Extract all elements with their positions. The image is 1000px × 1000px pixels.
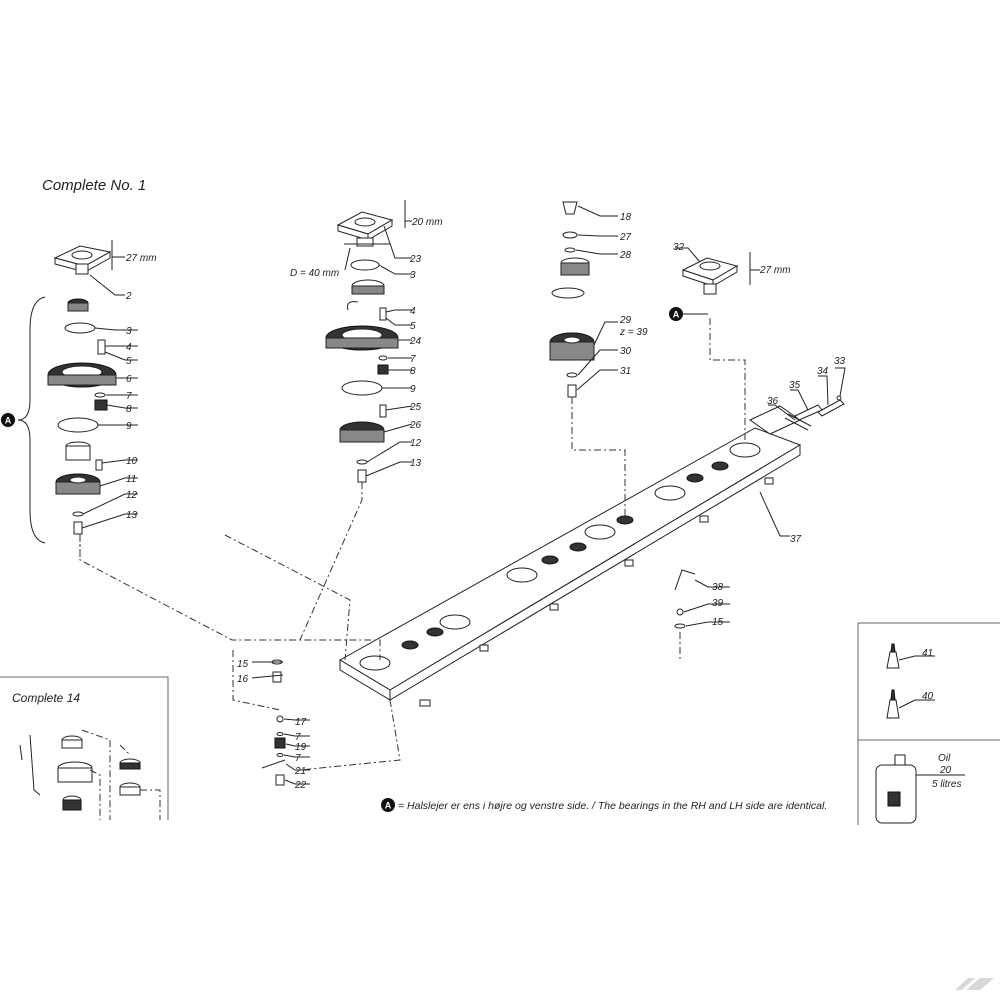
label-k40: 40 bbox=[922, 691, 934, 702]
grease-tube-41-icon bbox=[886, 643, 900, 669]
label-oil-vol: 5 litres bbox=[932, 779, 961, 790]
label-r32: 32 bbox=[673, 242, 685, 253]
label-9: 9 bbox=[126, 421, 132, 432]
label-2: 2 bbox=[125, 291, 132, 302]
label-oil-num: 20 bbox=[939, 765, 952, 776]
lower-parts-15-22: 15 16 17 7 19 7 21 22 bbox=[237, 659, 310, 791]
dim-center-20mm: 20 mm bbox=[411, 217, 443, 228]
label-c4: 4 bbox=[410, 306, 416, 317]
label-r15: 15 bbox=[712, 617, 724, 628]
label-b17: 17 bbox=[295, 717, 307, 728]
label-c3: 3 bbox=[410, 270, 416, 281]
svg-text:A: A bbox=[5, 416, 12, 426]
label-oil-word: Oil bbox=[938, 753, 951, 764]
dim-left-27mm: 27 mm bbox=[125, 253, 157, 264]
bearings-note: A = Halslejer er ens i højre og venstre … bbox=[381, 798, 827, 812]
complete-14-panel: Complete 14 bbox=[0, 676, 169, 820]
gearbox-beam: 37 bbox=[339, 405, 802, 707]
label-c9: 9 bbox=[410, 384, 416, 395]
label-r29-z: z = 39 bbox=[619, 327, 648, 338]
label-6: 6 bbox=[126, 374, 132, 385]
label-10: 10 bbox=[126, 456, 138, 467]
right-gear-assembly: 18 27 28 29 z = 39 30 31 bbox=[549, 201, 648, 398]
label-7: 7 bbox=[126, 391, 132, 402]
grease-tube-40-icon bbox=[886, 689, 900, 719]
label-c25: 25 bbox=[409, 402, 422, 413]
label-r37: 37 bbox=[790, 534, 802, 545]
label-4: 4 bbox=[126, 342, 132, 353]
label-r34: 34 bbox=[817, 366, 829, 377]
label-r38: 38 bbox=[712, 582, 724, 593]
label-r39: 39 bbox=[712, 598, 724, 609]
badge-a-right: A bbox=[669, 307, 683, 321]
label-r30: 30 bbox=[620, 346, 632, 357]
watermark-logo bbox=[955, 978, 994, 990]
label-r29: 29 bbox=[619, 315, 632, 326]
title-complete-14: Complete 14 bbox=[12, 691, 80, 705]
label-b16: 16 bbox=[237, 674, 249, 685]
label-c5: 5 bbox=[410, 321, 416, 332]
label-c12: 12 bbox=[410, 438, 422, 449]
label-r28: 28 bbox=[619, 250, 632, 261]
label-r36: 36 bbox=[767, 396, 779, 407]
label-c13: 13 bbox=[410, 458, 422, 469]
label-b7b: 7 bbox=[295, 753, 301, 764]
plug-parts-38-39: 38 39 15 bbox=[674, 569, 730, 629]
label-c26: 26 bbox=[409, 420, 422, 431]
label-c23: 23 bbox=[409, 254, 422, 265]
label-b15: 15 bbox=[237, 659, 249, 670]
label-8: 8 bbox=[126, 404, 132, 415]
label-b22: 22 bbox=[294, 780, 307, 791]
dim-center-d40: D = 40 mm bbox=[290, 268, 339, 279]
svg-text:A: A bbox=[673, 310, 680, 320]
svg-text:A: A bbox=[385, 801, 392, 811]
dim-right-27mm: 27 mm bbox=[759, 265, 791, 276]
left-gear-assembly: 27 mm bbox=[1, 240, 157, 544]
label-13: 13 bbox=[126, 510, 138, 521]
lubricant-panel: 41 40 Oil 20 5 litres bbox=[857, 622, 1000, 825]
label-r35: 35 bbox=[789, 380, 801, 391]
label-r33: 33 bbox=[834, 356, 846, 367]
label-3: 3 bbox=[126, 326, 132, 337]
badge-a-left: A bbox=[1, 413, 15, 427]
label-5: 5 bbox=[126, 356, 132, 367]
label-c8: 8 bbox=[410, 366, 416, 377]
label-c24: 24 bbox=[409, 336, 422, 347]
label-b19: 19 bbox=[295, 742, 307, 753]
assembly-lines bbox=[79, 318, 746, 771]
keys-33-36: 33 34 35 36 bbox=[767, 356, 846, 431]
label-12: 12 bbox=[126, 490, 138, 501]
bearings-note-text: = Halslejer er ens i højre og venstre si… bbox=[398, 800, 827, 812]
label-k41: 41 bbox=[922, 648, 933, 659]
label-11: 11 bbox=[126, 474, 136, 485]
label-r27: 27 bbox=[619, 232, 632, 243]
label-b21: 21 bbox=[294, 766, 306, 777]
center-gear-assembly: 20 mm D = 40 mm bbox=[290, 200, 443, 483]
title-complete-1: Complete No. 1 bbox=[42, 177, 146, 194]
label-r18: 18 bbox=[620, 212, 632, 223]
label-b7a: 7 bbox=[295, 732, 301, 743]
oil-can-icon bbox=[875, 754, 917, 824]
right-bearing-housing: 27 mm 32 A bbox=[669, 242, 791, 321]
bearing-housing-2 bbox=[53, 245, 112, 275]
label-c7: 7 bbox=[410, 354, 416, 365]
label-r31: 31 bbox=[620, 366, 631, 377]
